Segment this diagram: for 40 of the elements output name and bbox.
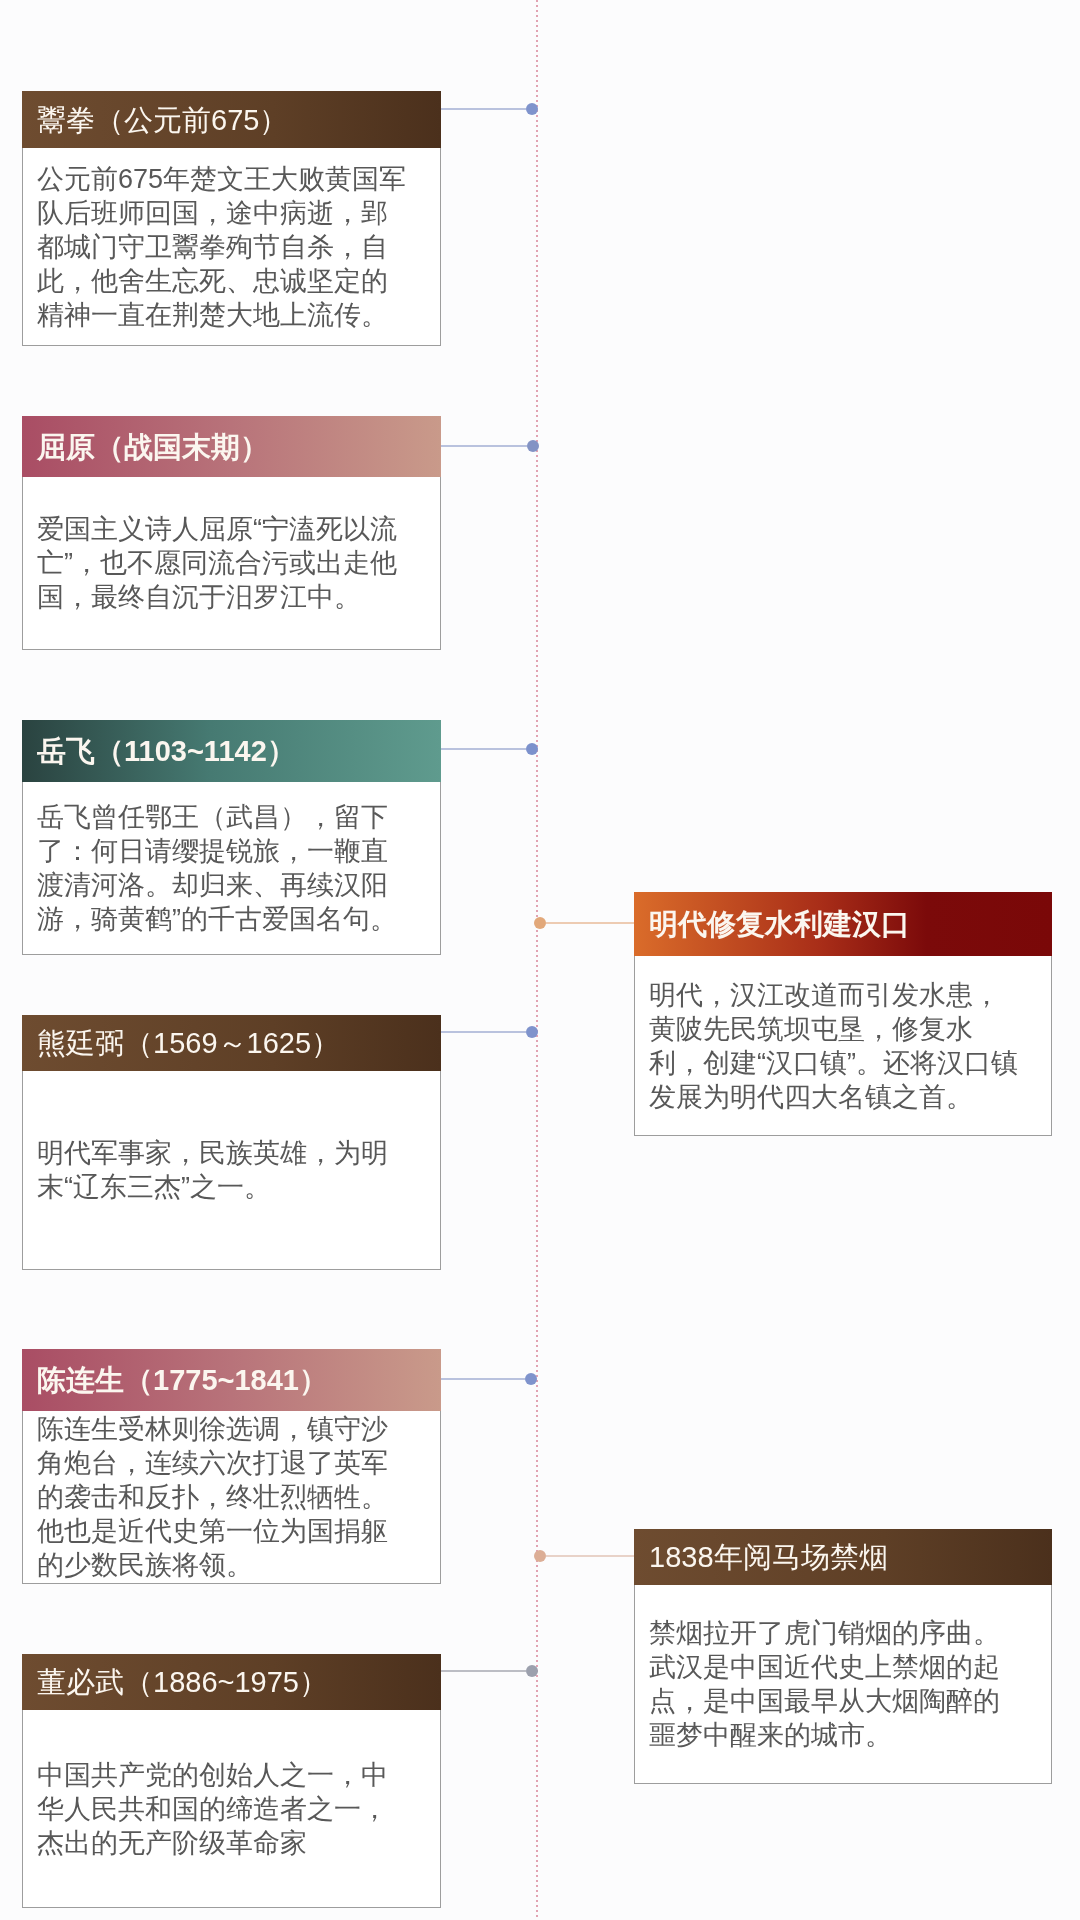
connector-line <box>440 108 527 110</box>
timeline-dot-icon <box>526 1665 538 1677</box>
event-description: 陈连生受林则徐选调，镇守沙角炮台，连续六次打退了英军的袭击和反扑，终壮烈牺牲。他也是近代史第一位为国捐躯的少数民族将领。 <box>37 1413 389 1582</box>
event-description: 明代，汉江改道而引发水患，黄陂先民筑坝屯垦，修复水利，创建“汉口镇”。还将汉口镇发展为明代四大名镇之首。 <box>649 978 1019 1114</box>
connector-line <box>440 1670 527 1672</box>
event-card <box>22 91 441 346</box>
event-title-bar: 屈原（战国末期） <box>22 416 441 477</box>
event-card <box>634 1529 1052 1784</box>
timeline-dot-icon <box>526 1026 538 1038</box>
connector-line <box>545 922 635 924</box>
event-title-bar: 陈连生（1775~1841） <box>22 1349 441 1411</box>
event-description: 岳飞曾任鄂王（武昌），留下了：何日请缨提锐旅，一鞭直渡清河洛。却归来、再续汉阳游，骑黄鹤”的千古爱国名句。 <box>37 801 398 936</box>
timeline-dot-icon <box>526 743 538 755</box>
event-description: 禁烟拉开了虎门销烟的序曲。武汉是中国近代史上禁烟的起点，是中国最早从大烟陶醉的噩梦中醒来的城市。 <box>649 1617 1001 1752</box>
event-description: 爱国主义诗人屈原“宁溘死以流亡”，也不愿同流合污或出走他国，最终自沉于汨罗江中。 <box>37 513 398 614</box>
event-card <box>22 1015 441 1270</box>
connector-line <box>545 1555 635 1557</box>
connector-line <box>440 445 528 447</box>
event-title-bar: 岳飞（1103~1142） <box>22 720 441 782</box>
event-title-bar: 1838年阅马场禁烟 <box>634 1529 1052 1585</box>
timeline-dot-icon <box>525 1373 537 1385</box>
event-card <box>22 1654 441 1908</box>
connector-line <box>440 1378 526 1380</box>
event-description: 明代军事家，民族英雄，为明末“辽东三杰”之一。 <box>37 1137 389 1204</box>
event-title-bar: 鬻拳（公元前675） <box>22 91 441 148</box>
event-title-bar: 明代修复水利建汉口 <box>634 892 1052 956</box>
timeline-dot-icon <box>526 103 538 115</box>
event-title-bar: 董必武（1886~1975） <box>22 1654 441 1710</box>
connector-line <box>440 748 527 750</box>
timeline-dot-icon <box>534 917 546 929</box>
connector-line <box>440 1031 527 1033</box>
event-card <box>22 1349 441 1584</box>
timeline-dot-icon <box>527 440 539 452</box>
event-description: 公元前675年楚文王大败黄国军队后班师回国，途中病逝，郢都城门守卫鬻拳殉节自杀，自此，他舍生忘死、忠诚坚定的精神一直在荆楚大地上流传。 <box>37 162 408 332</box>
event-title-bar: 熊廷弼（1569～1625） <box>22 1015 441 1071</box>
event-card <box>22 720 441 955</box>
event-card <box>634 892 1052 1136</box>
timeline-dot-icon <box>534 1550 546 1562</box>
event-description: 中国共产党的创始人之一，中华人民共和国的缔造者之一，杰出的无产阶级革命家 <box>37 1758 389 1860</box>
event-card <box>22 416 441 650</box>
